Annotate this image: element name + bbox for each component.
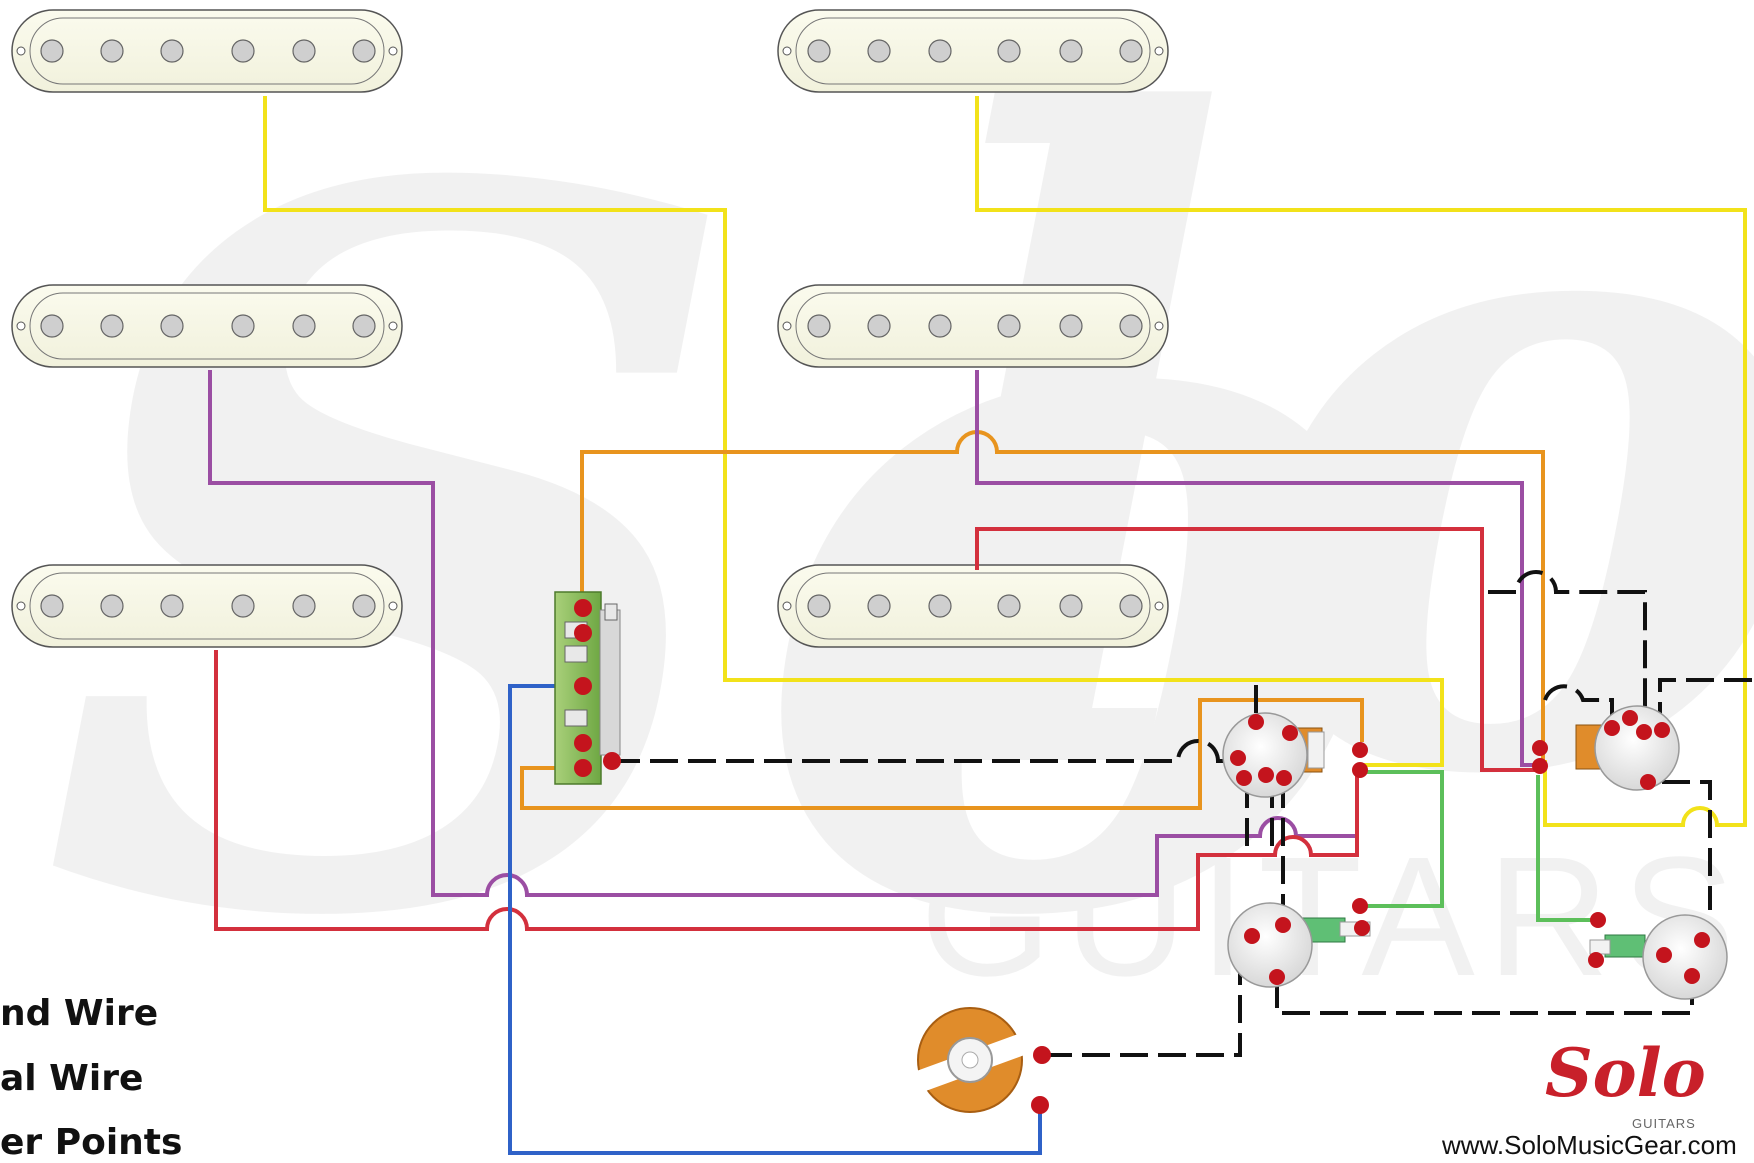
legend-solder-label: er Points	[0, 1122, 183, 1163]
purple-wire-right	[975, 370, 1540, 767]
green-wire-vol	[1362, 770, 1444, 908]
blue-wire	[508, 684, 1042, 1155]
ground-wire-switch	[612, 739, 1228, 763]
wires	[208, 96, 1747, 1155]
ground-wire-jack	[1044, 955, 1242, 1057]
output-jack	[906, 1007, 1036, 1113]
pickup-top-left	[11, 9, 403, 93]
orange-wire-loop	[520, 698, 1364, 810]
pole-pieces	[807, 594, 1143, 618]
five-way-switch	[554, 591, 621, 785]
pole-pieces	[40, 594, 376, 618]
pickup-bottom-right	[777, 564, 1169, 648]
ground-wire-right-top	[1488, 570, 1647, 725]
pickup-middle-left	[11, 284, 403, 368]
pickup-middle-right	[777, 284, 1169, 368]
yellow-wire-left	[263, 96, 1444, 767]
pole-pieces	[807, 39, 1143, 63]
ground-wire-right-mid	[1543, 684, 1614, 725]
red-wire-right	[975, 527, 1540, 772]
ground-wire-right-down	[1662, 780, 1712, 910]
pole-pieces	[40, 39, 376, 63]
ground-wire-right-edge	[1658, 678, 1752, 725]
legend-ground-label: nd Wire	[0, 993, 159, 1034]
pole-pieces	[40, 314, 376, 338]
brand-logo: Solo	[1545, 1034, 1706, 1112]
purple-wire-left	[208, 370, 1359, 897]
pickups	[11, 9, 1169, 648]
pole-pieces	[807, 314, 1143, 338]
solder-points	[574, 599, 1710, 1114]
legend-signal-label: al Wire	[0, 1058, 144, 1099]
pickup-top-right	[777, 9, 1169, 93]
yellow-wire-right	[975, 96, 1747, 827]
red-wire-left	[214, 650, 1359, 931]
watermark-text: GUITARS	[920, 822, 1747, 1012]
brand-subtitle: GUITARS	[1632, 1116, 1696, 1131]
pickup-bottom-left	[11, 564, 403, 648]
brand-url: www.SoloMusicGear.com	[1442, 1130, 1737, 1160]
green-wire-right	[1536, 775, 1598, 922]
